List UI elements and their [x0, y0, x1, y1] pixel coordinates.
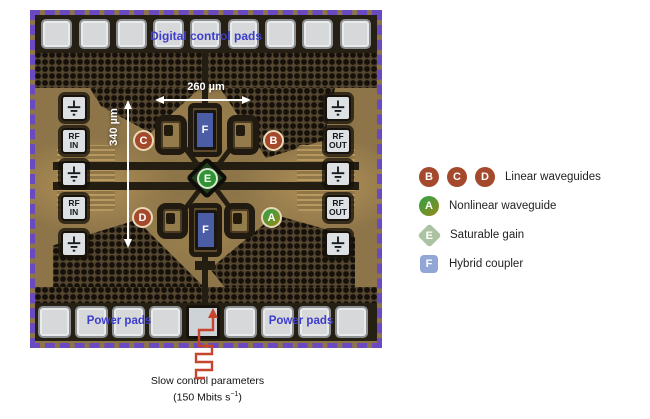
legend-badge-f: F [420, 255, 438, 273]
ground-pad [325, 231, 351, 257]
digital-control-pad [339, 19, 371, 49]
ground-pad [61, 95, 87, 121]
digital-control-pad [227, 19, 259, 49]
ground-pad [61, 231, 87, 257]
caption-line1: Slow control parameters [150, 375, 265, 387]
ground-icon [67, 100, 81, 116]
digital-control-pad [265, 19, 297, 49]
power-pad [298, 306, 331, 338]
slow-control-caption: Slow control parameters (150 Mbits s−1) [115, 375, 300, 405]
power-pads-right-label: Power pads [268, 315, 334, 327]
legend-label-nonlinear-waveguide: Nonlinear waveguide [449, 200, 557, 212]
power-pad [75, 306, 108, 338]
ground-pad [61, 161, 87, 187]
marker-d: D [132, 207, 153, 228]
digital-pad-row [35, 15, 377, 53]
legend-label-saturable-gain: Saturable gain [450, 229, 525, 241]
hybrid-coupler-top: F [188, 103, 222, 157]
chip-micrograph: Digital control pads Power pads Power pa… [30, 10, 382, 348]
legend-badge-c: C [447, 167, 467, 187]
digital-control-pad [41, 19, 73, 49]
power-pad [112, 306, 145, 338]
digital-control-pad [153, 19, 185, 49]
legend: B C D Linear waveguides A Nonlinear wave… [417, 167, 601, 283]
hybrid-coupler-bottom: F [189, 203, 222, 257]
digital-control-pad [115, 19, 147, 49]
ground-icon [331, 100, 345, 116]
ground-icon [331, 166, 345, 182]
digital-control-pad [78, 19, 110, 49]
power-pads-left-label: Power pads [86, 315, 152, 327]
height-dimension-label: 340 µm [108, 108, 120, 146]
ring-resonator [157, 203, 188, 239]
legend-row-saturable-gain: E Saturable gain [417, 222, 601, 248]
legend-label-hybrid-coupler: Hybrid coupler [449, 258, 524, 270]
legend-row-linear-waveguides: B C D Linear waveguides [419, 167, 601, 187]
digital-control-pad [190, 19, 222, 49]
digital-pads-label: Digital control pads [149, 29, 262, 43]
ground-icon [67, 236, 81, 252]
power-pad [261, 306, 294, 338]
slow-control-pad [186, 305, 220, 339]
ground-icon [331, 236, 345, 252]
legend-badge-a: A [419, 196, 439, 216]
power-pad [224, 306, 257, 338]
marker-e: E [197, 168, 218, 189]
width-dimension-arrow [155, 96, 251, 104]
legend-badge-d: D [475, 167, 495, 187]
ground-pad [325, 161, 351, 187]
caption-line2: (150 Mbits s−1) [173, 391, 242, 404]
ground-icon [67, 166, 81, 182]
ground-pad [325, 95, 351, 121]
marker-c: C [133, 130, 154, 151]
legend-badge-b: B [419, 167, 439, 187]
marker-a: A [261, 207, 282, 228]
width-dimension-label: 260 µm [187, 81, 225, 93]
ring-resonator [227, 115, 259, 155]
power-pad-row [35, 303, 377, 341]
hybrid-coupler-marker-f-bottom: F [194, 210, 217, 250]
legend-row-hybrid-coupler: F Hybrid coupler [419, 254, 601, 274]
hybrid-coupler-marker-f-top: F [194, 110, 216, 150]
power-pad [38, 306, 71, 338]
power-pad [149, 306, 182, 338]
ring-resonator [155, 115, 187, 155]
ring-resonator [224, 203, 255, 239]
marker-b: B [263, 130, 284, 151]
legend-label-linear-waveguides: Linear waveguides [505, 171, 601, 183]
power-pad [335, 306, 368, 338]
digital-control-pad [302, 19, 334, 49]
height-dimension-arrow [124, 100, 132, 248]
legend-badge-e: E [417, 222, 442, 248]
legend-row-nonlinear-waveguide: A Nonlinear waveguide [419, 196, 601, 216]
